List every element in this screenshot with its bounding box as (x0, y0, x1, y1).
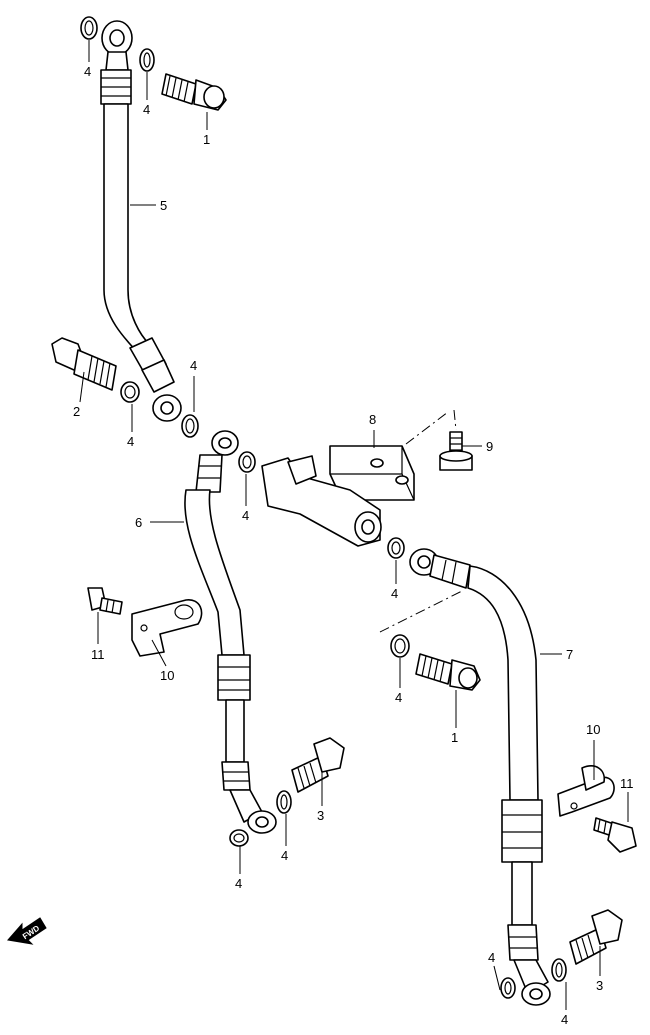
callout-3: 3 (596, 978, 603, 993)
union-bolt (161, 73, 227, 111)
callout-labels: 4 4 1 5 2 4 4 8 9 6 4 4 11 10 7 4 1 10 1… (73, 64, 634, 1027)
callout-4: 4 (488, 950, 495, 965)
union-bolt (51, 337, 117, 391)
callout-4: 4 (395, 690, 402, 705)
hose-clamp (131, 599, 203, 657)
union-bolt (291, 737, 345, 793)
union-bolt (569, 909, 623, 965)
brake-hose-right (409, 548, 551, 1006)
callout-4: 4 (281, 848, 288, 863)
callout-4: 4 (391, 586, 398, 601)
callout-4: 4 (84, 64, 91, 79)
bolt (593, 817, 637, 853)
hose-clamp (557, 765, 615, 817)
callout-4: 4 (143, 102, 150, 117)
brake-hose-left (184, 430, 277, 834)
callout-1: 1 (203, 132, 210, 147)
bolt (87, 587, 123, 615)
bolt (439, 431, 473, 471)
forward-direction-arrow: FWD (7, 917, 47, 945)
washer (80, 16, 567, 999)
callout-10: 10 (160, 668, 174, 683)
brake-hose-joint (261, 445, 415, 547)
callout-8: 8 (369, 412, 376, 427)
callout-2: 2 (73, 404, 80, 419)
mounting-line (405, 411, 449, 445)
callout-4: 4 (235, 876, 242, 891)
callout-1: 1 (451, 730, 458, 745)
callout-11: 11 (91, 647, 105, 662)
callout-7: 7 (566, 647, 573, 662)
callout-10: 10 (586, 722, 600, 737)
leader-lines (79, 40, 629, 1010)
mounting-line (379, 589, 465, 633)
callout-4: 4 (190, 358, 197, 373)
callout-3: 3 (317, 808, 324, 823)
union-bolt (415, 653, 481, 691)
callout-11: 11 (620, 776, 634, 791)
callout-4: 4 (242, 508, 249, 523)
callout-5: 5 (160, 198, 167, 213)
mounting-line (453, 409, 457, 431)
brake-hose-upper (100, 20, 182, 422)
callout-6: 6 (135, 515, 142, 530)
callout-4: 4 (561, 1012, 568, 1027)
callout-9: 9 (486, 439, 493, 454)
callout-4: 4 (127, 434, 134, 449)
